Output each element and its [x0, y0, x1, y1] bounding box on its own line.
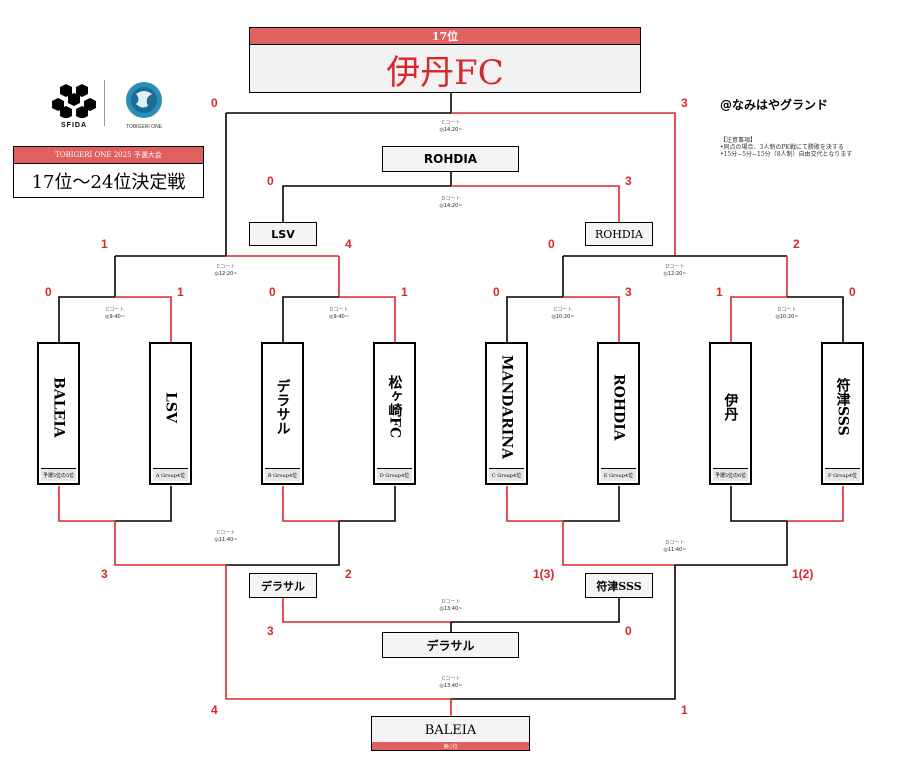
team-name: MANDARINA: [498, 354, 515, 459]
team-seed: B Group4位: [265, 468, 300, 481]
score-q2-l: 0: [269, 285, 276, 299]
court-top: Cコート◎14:20~: [439, 120, 463, 133]
score-mid-l: 3: [267, 624, 274, 638]
logo-divider: [104, 80, 105, 126]
tobigeri-logo: TOBIGERI ONE: [114, 80, 174, 130]
team-card-4: 松ヶ崎FC D Group4位: [373, 342, 416, 485]
score-sf-right-l: 0: [548, 237, 555, 251]
tobigeri-text: TOBIGERI ONE: [125, 124, 163, 130]
court-q2: Dコート◎9:40~: [329, 307, 349, 320]
rank-label: 17位: [250, 28, 640, 45]
score-q4-l: 1: [716, 285, 723, 299]
notes-line-2: •15分−5分−15分（8人制）自由交代となります: [720, 151, 853, 158]
score-q1-r: 1: [177, 285, 184, 299]
score-q3-l: 0: [493, 285, 500, 299]
court-sf-left: Cコート◎12:20~: [214, 264, 238, 277]
team-seed: F Group4位: [825, 468, 860, 481]
score-bottom-l: 4: [211, 703, 218, 717]
bottom-rank-tag: 第○位: [372, 742, 529, 750]
notes-heading: 【注意事項】: [720, 137, 757, 144]
team-seed: E Group4位: [601, 468, 636, 481]
tobigeri-emblem-icon: [126, 82, 162, 118]
team-box-lower-right: 符津SSS: [585, 573, 653, 598]
sfida-mark-icon: [52, 84, 96, 119]
score-mid-r: 0: [625, 624, 632, 638]
team-card-6: ROHDIA E Group4位: [597, 342, 640, 485]
score-final-left: 0: [267, 174, 274, 188]
score-bottom-r: 1: [681, 703, 688, 717]
team-box-lower-mid: デラサル: [382, 632, 519, 658]
team-box-lsv-semi: LSV: [249, 222, 317, 246]
score-lb-right-r: 1(2): [792, 567, 814, 581]
court-q4: Dコート◎10:20~: [775, 307, 799, 320]
court-lb-right: Dコート◎11:40~: [663, 540, 687, 553]
notes: 【注意事項】 •同点の場合、3人制のPK戦にて勝敗を決する •15分−5分−15…: [720, 137, 895, 158]
score-sf-left-l: 1: [101, 237, 108, 251]
tournament-title: 17位〜24位決定戦: [31, 172, 186, 193]
team-card-3: デラサル B Group4位: [261, 342, 304, 485]
score-q4-r: 0: [849, 285, 856, 299]
team-card-7: 伊丹 予選5位の6位: [709, 342, 752, 485]
winner-name: 伊丹FC: [386, 52, 504, 93]
score-sf-right-r: 2: [793, 237, 800, 251]
team-seed: D Group4位: [377, 468, 412, 481]
court-q3: Cコート◎10:20~: [551, 307, 575, 320]
winner-box: 17位 伊丹FC: [249, 27, 641, 93]
score-q2-r: 1: [401, 285, 408, 299]
court-final: Dコート◎14:20~: [439, 196, 463, 209]
score-lb-left-l: 3: [101, 567, 108, 581]
team-name: 符津SSS: [834, 378, 851, 436]
team-card-8: 符津SSS F Group4位: [821, 342, 864, 485]
court-lb-left: Cコート◎11:40~: [214, 530, 238, 543]
score-top-right: 3: [681, 96, 688, 110]
team-box-rohdia-top: ROHDIA: [382, 146, 519, 172]
team-card-1: BALEIA 予選5位の5位: [37, 342, 80, 485]
sfida-text: SFIDA: [61, 122, 87, 129]
team-name: 松ヶ崎FC: [386, 375, 403, 439]
team-box-lower-left: デラサル: [249, 573, 317, 598]
venue-label: @なみはやグランド: [720, 98, 829, 112]
bottom-team-name: BALEIA: [424, 723, 477, 738]
team-name: LSV: [162, 391, 179, 423]
team-seed: C Group4位: [489, 468, 524, 481]
team-card-5: MANDARINA C Group4位: [485, 342, 528, 485]
team-name: ROHDIA: [610, 373, 627, 441]
tournament-subtitle: TOBIGERI ONE 2025 予選大会: [14, 147, 203, 164]
score-final-right: 3: [625, 174, 632, 188]
team-name: 伊丹: [722, 393, 739, 421]
team-name: BALEIA: [50, 376, 67, 438]
team-box-rohdia-semi: ROHDIA: [585, 222, 653, 246]
tournament-title-box: TOBIGERI ONE 2025 予選大会 17位〜24位決定戦: [13, 146, 204, 198]
team-box-bottom: BALEIA 第○位: [371, 716, 530, 751]
court-q1: Cコート◎9:40~: [105, 307, 125, 320]
court-mid: Dコート◎13:40~: [439, 599, 463, 612]
court-bottom: Cコート◎13:40~: [439, 676, 463, 689]
sfida-logo: SFIDA: [52, 80, 96, 130]
score-lb-left-r: 2: [345, 567, 352, 581]
score-q1-l: 0: [45, 285, 52, 299]
team-seed: 予選5位の6位: [713, 468, 748, 481]
team-card-2: LSV A Group4位: [149, 342, 192, 485]
court-sf-right: Dコート◎12:20~: [663, 264, 687, 277]
team-seed: A Group4位: [153, 468, 188, 481]
notes-line-1: •同点の場合、3人制のPK戦にて勝敗を決する: [720, 144, 844, 151]
score-q3-r: 3: [625, 285, 632, 299]
score-top-left: 0: [211, 96, 218, 110]
team-name: デラサル: [274, 379, 291, 435]
score-lb-right-l: 1(3): [533, 567, 555, 581]
team-seed: 予選5位の5位: [41, 468, 76, 481]
score-sf-left-r: 4: [345, 237, 352, 251]
